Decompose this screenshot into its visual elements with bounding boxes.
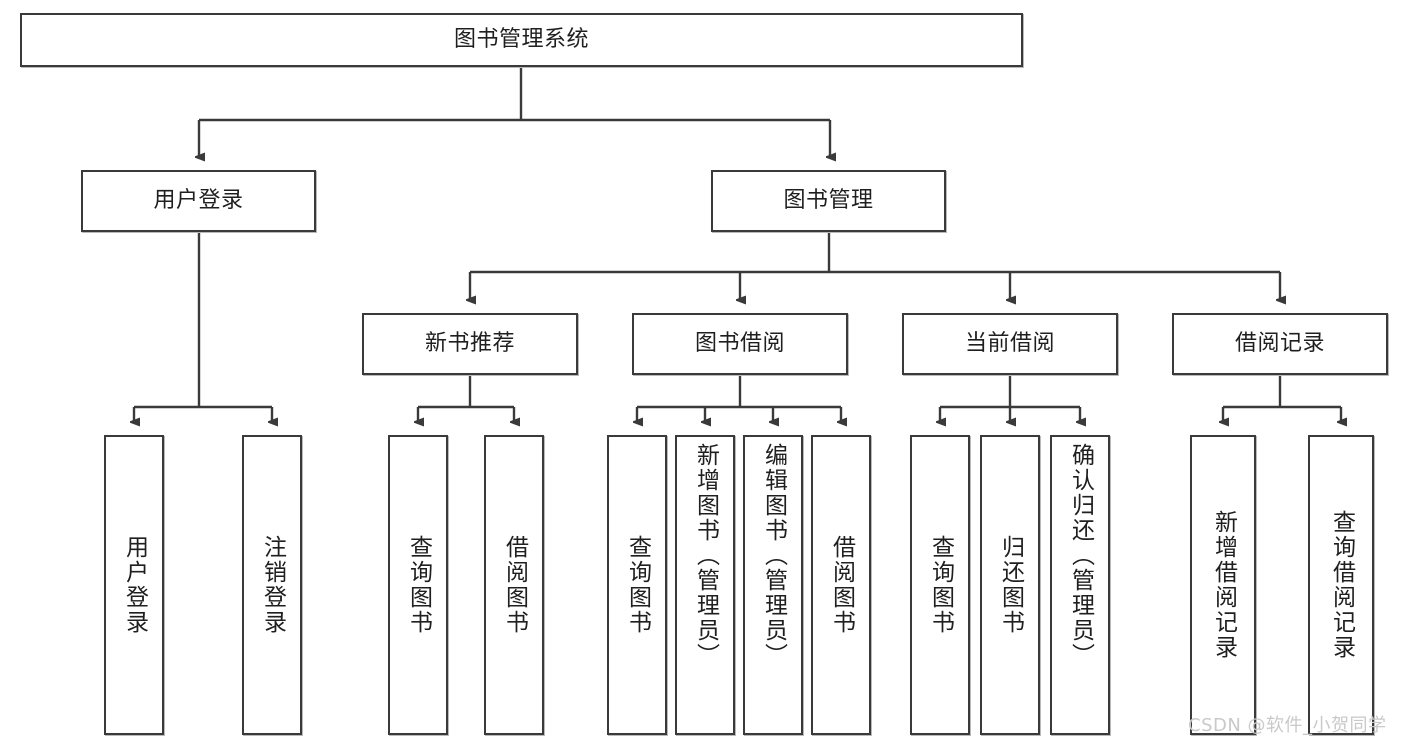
node-label: 新增图书（管理员） — [692, 443, 719, 668]
node-label: 新增借阅记录 — [1210, 510, 1237, 660]
node-label: 图书管理系统 — [453, 27, 589, 53]
node-label: 归还图书 — [997, 535, 1024, 635]
leaf-confirm-return-admin[interactable]: 确认归还（管理员） — [1050, 435, 1110, 735]
leaf-borrow-book-newbook[interactable]: 借阅图书 — [484, 435, 544, 735]
node-user-login[interactable]: 用户登录 — [81, 170, 316, 232]
node-label: 借阅图书 — [501, 535, 528, 635]
node-book-management[interactable]: 图书管理 — [711, 170, 946, 232]
leaf-logout[interactable]: 注销登录 — [242, 435, 302, 735]
node-label: 查询借阅记录 — [1328, 510, 1355, 660]
leaf-borrow-book[interactable]: 借阅图书 — [811, 435, 871, 735]
node-label: 借阅记录 — [1234, 331, 1325, 357]
leaf-return-book[interactable]: 归还图书 — [980, 435, 1040, 735]
node-label: 图书管理 — [783, 188, 874, 214]
node-label: 当前借阅 — [964, 331, 1055, 357]
node-label: 用户登录 — [121, 535, 148, 635]
leaf-add-borrow-record[interactable]: 新增借阅记录 — [1190, 435, 1256, 735]
node-book-borrow[interactable]: 图书借阅 — [632, 313, 848, 375]
node-label: 用户登录 — [153, 188, 244, 214]
node-new-book-recommend[interactable]: 新书推荐 — [362, 313, 578, 375]
leaf-query-book-borrow[interactable]: 查询图书 — [607, 435, 667, 735]
node-label: 查询图书 — [405, 535, 432, 635]
leaf-query-borrow-record[interactable]: 查询借阅记录 — [1308, 435, 1374, 735]
node-root-system[interactable]: 图书管理系统 — [20, 13, 1023, 67]
node-current-borrow[interactable]: 当前借阅 — [902, 313, 1118, 375]
leaf-query-book-current[interactable]: 查询图书 — [910, 435, 970, 735]
leaf-user-login[interactable]: 用户登录 — [104, 435, 164, 735]
node-borrow-record[interactable]: 借阅记录 — [1172, 313, 1388, 375]
node-label: 查询图书 — [624, 535, 651, 635]
node-label: 注销登录 — [259, 535, 286, 635]
watermark-text: CSDN @软件_小贺同学 — [1188, 715, 1387, 736]
node-label: 借阅图书 — [828, 535, 855, 635]
leaf-query-book-newbook[interactable]: 查询图书 — [388, 435, 448, 735]
node-label: 编辑图书（管理员） — [760, 443, 787, 668]
leaf-edit-book-admin[interactable]: 编辑图书（管理员） — [743, 435, 803, 735]
leaf-add-book-admin[interactable]: 新增图书（管理员） — [675, 435, 735, 735]
node-label: 新书推荐 — [424, 331, 515, 357]
node-label: 图书借阅 — [694, 331, 785, 357]
node-label: 确认归还（管理员） — [1067, 443, 1094, 668]
node-label: 查询图书 — [927, 535, 954, 635]
